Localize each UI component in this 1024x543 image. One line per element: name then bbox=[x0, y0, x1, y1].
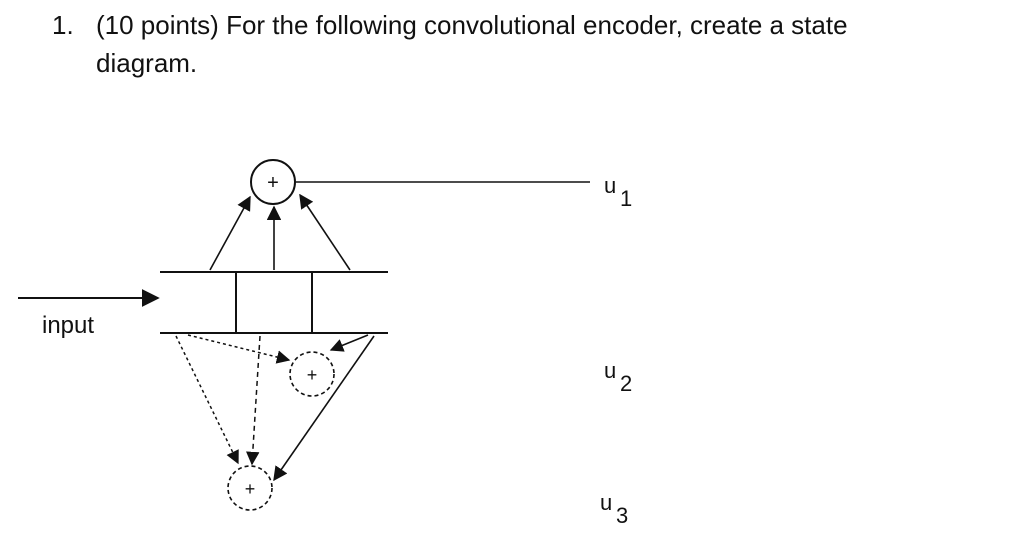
adder-u2: + bbox=[289, 351, 335, 397]
output-u2-sub: 2 bbox=[620, 371, 632, 396]
shift-register bbox=[160, 271, 388, 334]
tap-left-to-adder-u1 bbox=[209, 195, 251, 271]
output-u1-base: u bbox=[604, 173, 616, 198]
adder-u3-symbol: + bbox=[245, 479, 256, 499]
question-text-line1: (10 points) For the following convolutio… bbox=[96, 10, 848, 40]
adder-u1: + bbox=[250, 159, 296, 205]
tap-right-to-adder-u1 bbox=[299, 193, 351, 271]
adder-u1-symbol: + bbox=[267, 172, 279, 194]
tap-right-to-adder-u2 bbox=[329, 334, 369, 352]
output-label-u2: u 2 bbox=[604, 358, 632, 396]
question-text-line2: diagram. bbox=[96, 48, 198, 78]
output-u2-base: u bbox=[604, 358, 616, 383]
output-u3-sub: 3 bbox=[616, 503, 628, 528]
tap-left-to-adder-u3 bbox=[175, 335, 239, 465]
tap-middle-to-adder-u3 bbox=[246, 335, 261, 466]
question-number: 1. bbox=[52, 10, 74, 40]
output-u1-sub: 1 bbox=[620, 186, 632, 211]
output-label-u3: u 3 bbox=[600, 490, 628, 528]
output-label-u1: u 1 bbox=[604, 173, 632, 211]
input-label: input bbox=[42, 312, 94, 339]
tap-left-to-adder-u2 bbox=[187, 334, 291, 364]
adder-u2-symbol: + bbox=[307, 365, 318, 385]
adder-u3: + bbox=[227, 465, 273, 511]
output-u3-base: u bbox=[600, 490, 612, 515]
tap-right-to-adder-u3 bbox=[273, 335, 375, 482]
